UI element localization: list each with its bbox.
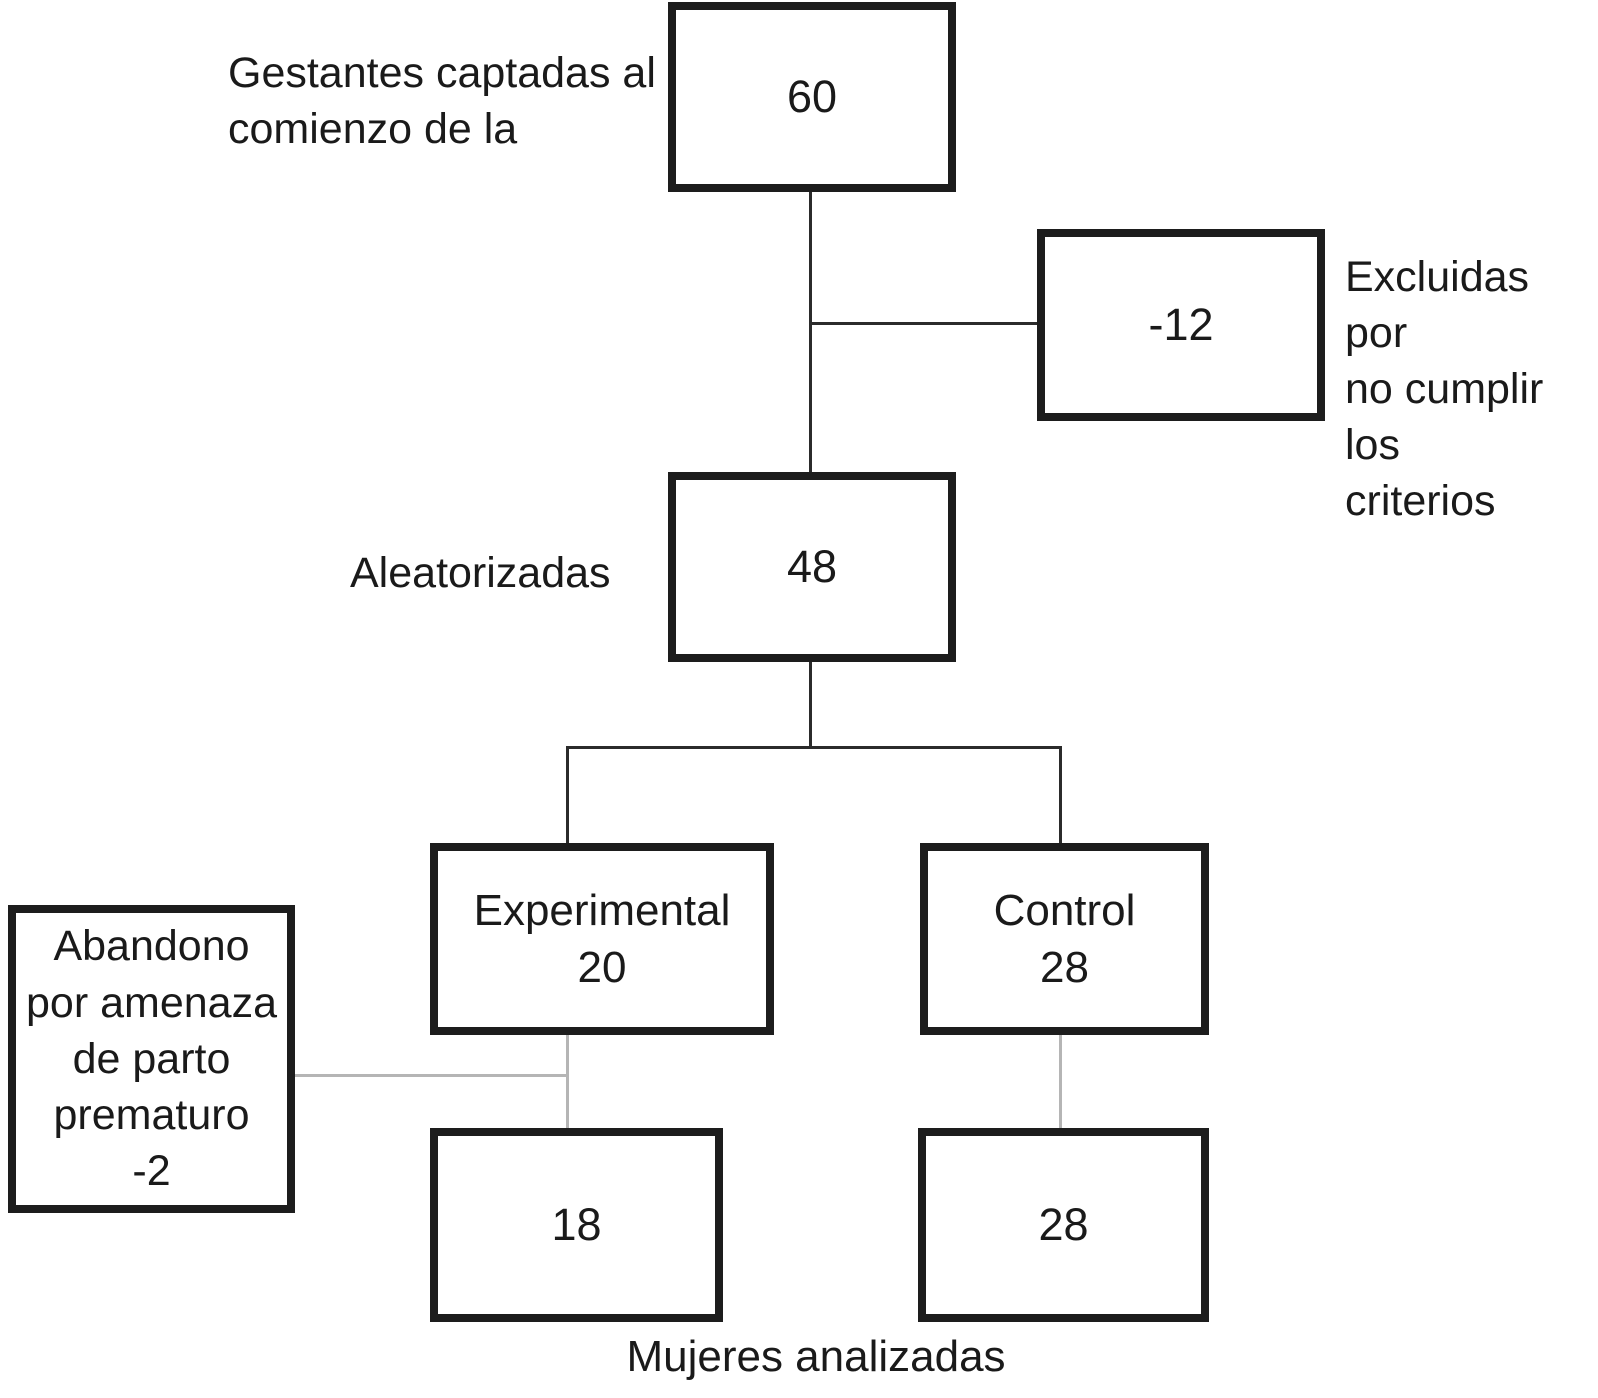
dropout-count: -2 (132, 1147, 171, 1196)
control-count: 28 (1040, 943, 1089, 992)
connector-dropout-horizontal (295, 1074, 568, 1077)
connector-branch-to-experimental (566, 746, 569, 843)
randomized-box: 48 (668, 472, 956, 662)
recruited-count: 60 (786, 70, 838, 122)
excluded-caption-line: criterios (1345, 476, 1496, 525)
control-box: Control 28 (920, 843, 1209, 1035)
analyzed-caption-text: Mujeres analizadas (626, 1332, 1006, 1381)
excluded-box: -12 (1037, 229, 1325, 421)
recruited-box: 60 (668, 2, 956, 192)
analyzed-caption: Mujeres analizadas (600, 1328, 1032, 1385)
dropout-box: Abandono por amenaza de parto prematuro … (8, 905, 295, 1213)
experimental-box: Experimental 20 (430, 843, 774, 1035)
connector-branch-to-control (1059, 746, 1062, 843)
randomized-count: 48 (786, 540, 838, 592)
experimental-label: Experimental (473, 885, 731, 935)
dropout-text-line: prematuro (53, 1091, 250, 1140)
recruited-caption: Gestantes captadas al comienzo de la (228, 46, 668, 158)
control-label: Control (993, 885, 1136, 935)
connector-branch-horizontal (566, 746, 1062, 749)
analyzed-experimental-count: 18 (551, 1198, 602, 1250)
analyzed-experimental-box: 18 (430, 1128, 723, 1322)
analyzed-control-count: 28 (1038, 1198, 1089, 1250)
connector-randomized-down (809, 662, 812, 748)
dropout-text-line: de parto (72, 1034, 231, 1083)
connector-recruited-to-randomized (809, 192, 812, 472)
excluded-caption-line: Excluidas por (1345, 253, 1530, 357)
recruited-caption-line: Gestantes captadas al (228, 49, 656, 97)
dropout-text-line: Abandono (53, 922, 250, 971)
excluded-count: -12 (1148, 298, 1214, 350)
dropout-text-line: por amenaza (26, 978, 277, 1027)
connector-experimental-to-analyzed (566, 1035, 569, 1128)
recruited-caption-line: comienzo de la (228, 104, 518, 153)
randomized-caption: Aleatorizadas (350, 546, 630, 602)
excluded-caption: Excluidas por no cumplir los criterios (1345, 250, 1598, 529)
excluded-caption-line: no cumplir los (1345, 364, 1544, 469)
experimental-count: 20 (577, 943, 627, 992)
connector-to-excluded (810, 322, 1037, 325)
randomized-caption-text: Aleatorizadas (350, 549, 611, 597)
connector-control-to-analyzed (1059, 1035, 1062, 1128)
analyzed-control-box: 28 (918, 1128, 1209, 1322)
